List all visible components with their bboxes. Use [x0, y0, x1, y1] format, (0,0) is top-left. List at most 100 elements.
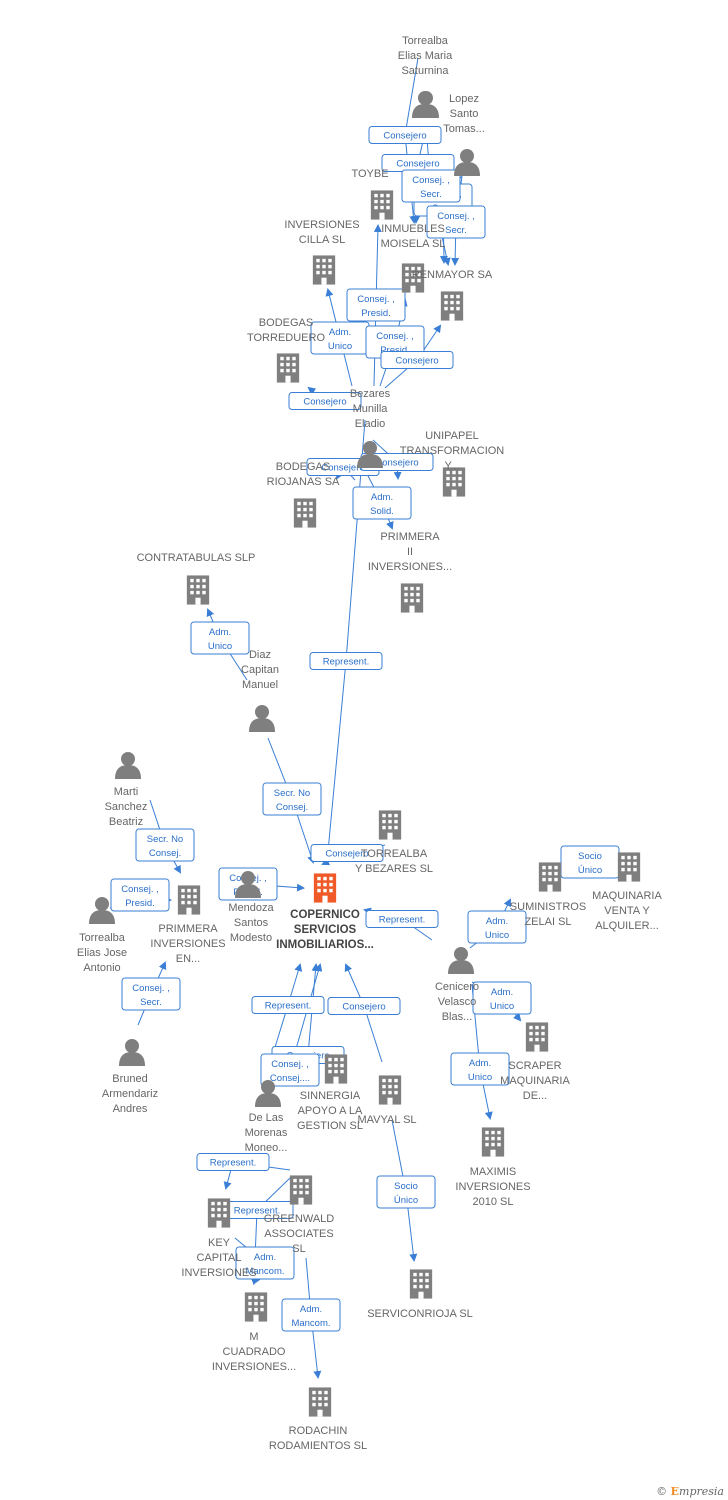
node-person-top2[interactable]	[454, 149, 480, 176]
person-icon[interactable]	[454, 149, 480, 176]
relation-label[interactable]: Consej. ,Consej....	[260, 1053, 320, 1087]
person-icon[interactable]	[249, 705, 275, 732]
person-icon[interactable]	[448, 947, 474, 974]
relation-label-box[interactable]	[288, 392, 362, 410]
relation-label-box[interactable]	[380, 351, 454, 369]
relation-label[interactable]: Consejero	[381, 154, 455, 172]
node-primmera-ii[interactable]: PRIMMERAIIINVERSIONES...	[368, 531, 452, 613]
relation-label[interactable]: Consej. ,Secr.	[121, 977, 181, 1011]
node-unipapel[interactable]: UNIPAPELTRANSFORMACIONY...	[400, 430, 505, 497]
relation-label[interactable]: Represent.	[196, 1153, 270, 1171]
building-icon[interactable]	[313, 873, 337, 903]
relation-label-box[interactable]	[309, 652, 383, 670]
building-icon[interactable]	[481, 1127, 505, 1157]
relation-label[interactable]: Represent.	[251, 996, 325, 1014]
building-icon[interactable]	[312, 255, 336, 285]
building-icon[interactable]	[617, 852, 641, 882]
node-copernico[interactable]: COPERNICOSERVICIOSINMOBILIARIOS...	[276, 873, 374, 951]
relation-label[interactable]: Adm.Unico	[190, 621, 250, 655]
relation-label[interactable]: Adm.Mancom.	[235, 1246, 295, 1280]
relation-label-box[interactable]	[376, 1175, 436, 1209]
relation-label[interactable]: Consej. ,Secr.	[401, 169, 461, 203]
building-icon[interactable]	[400, 583, 424, 613]
node-de-las-morenas[interactable]: De LasMorenasMoneo...	[245, 1080, 288, 1154]
relation-label[interactable]: Adm.Mancom.	[281, 1298, 341, 1332]
node-rendimientos-mayor[interactable]: RENMAYOR SA	[412, 269, 493, 321]
building-icon[interactable]	[308, 1387, 332, 1417]
node-scraper[interactable]: SCRAPERMAQUINARIADE...	[500, 1022, 570, 1102]
relation-label[interactable]: Consejero	[380, 351, 454, 369]
person-icon[interactable]	[413, 91, 439, 118]
relation-label-box[interactable]	[281, 1298, 341, 1332]
node-m-cuadrado[interactable]: MCUADRADOINVERSIONES...	[212, 1292, 296, 1373]
relation-label-box[interactable]	[467, 910, 527, 944]
relation-label-box[interactable]	[135, 828, 195, 862]
relation-label[interactable]: Adm.Unico	[467, 910, 527, 944]
relation-label[interactable]: Consej. ,Presid.	[365, 325, 425, 359]
relation-label[interactable]: Adm.Unico	[472, 981, 532, 1015]
building-icon[interactable]	[207, 1198, 231, 1228]
building-icon[interactable]	[525, 1022, 549, 1052]
building-icon[interactable]	[276, 353, 300, 383]
relation-label-box[interactable]	[368, 126, 442, 144]
relation-label-box[interactable]	[235, 1246, 295, 1280]
building-icon[interactable]	[378, 810, 402, 840]
node-lopez-santo[interactable]: LopezSantoTomas...	[413, 91, 485, 135]
relation-label-box[interactable]	[121, 977, 181, 1011]
building-icon[interactable]	[293, 498, 317, 528]
relation-label[interactable]: Adm.Solid.	[352, 486, 412, 520]
relation-label-box[interactable]	[190, 621, 250, 655]
relation-label[interactable]: Consej. ,Presid.	[110, 878, 170, 912]
relation-label[interactable]: Consejero	[327, 997, 401, 1015]
relation-label-box[interactable]	[327, 997, 401, 1015]
relation-label-box[interactable]	[401, 169, 461, 203]
building-icon[interactable]	[289, 1175, 313, 1205]
building-icon[interactable]	[440, 291, 464, 321]
node-toybe[interactable]: TOYBE	[351, 168, 394, 220]
node-primmera-inversiones-en[interactable]: PRIMMERAINVERSIONESEN...	[150, 885, 226, 965]
building-icon[interactable]	[324, 1054, 348, 1084]
node-contratabulas[interactable]: CONTRATABULAS SLP	[137, 552, 256, 605]
relation-label[interactable]: Consej. ,Presid.	[346, 288, 406, 322]
building-icon[interactable]	[177, 885, 201, 915]
relation-label[interactable]: Represent.	[309, 652, 383, 670]
building-icon[interactable]	[378, 1075, 402, 1105]
node-mavyal[interactable]: MAVYAL SL	[357, 1075, 417, 1126]
node-cenicero-velasco[interactable]: CeniceroVelascoBlas...	[435, 947, 479, 1023]
relation-label-box[interactable]	[110, 878, 170, 912]
relation-label-box[interactable]	[196, 1153, 270, 1171]
relation-label-box[interactable]	[262, 782, 322, 816]
relation-label-box[interactable]	[310, 844, 384, 862]
building-icon[interactable]	[244, 1292, 268, 1322]
person-icon[interactable]	[119, 1039, 145, 1066]
relation-label-box[interactable]	[260, 1053, 320, 1087]
person-icon[interactable]	[115, 752, 141, 779]
relation-label[interactable]: Represent.	[365, 910, 439, 928]
relation-label-box[interactable]	[472, 981, 532, 1015]
node-serviconrioja[interactable]: SERVICONRIOJA SL	[367, 1269, 473, 1320]
relation-label[interactable]: Consejero	[310, 844, 384, 862]
relation-label-box[interactable]	[365, 910, 439, 928]
relation-label-box[interactable]	[251, 996, 325, 1014]
